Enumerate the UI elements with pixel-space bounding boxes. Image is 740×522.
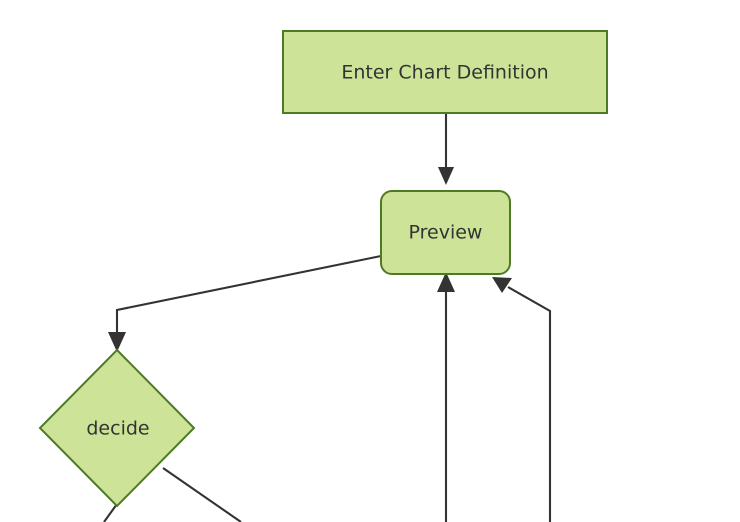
node-rounded-rect[interactable]: [380, 190, 511, 275]
arrow-head-icon: [492, 277, 512, 293]
edge-line: [162, 467, 242, 522]
node-diamond[interactable]: [38, 348, 196, 508]
node-preview[interactable]: Preview: [380, 190, 511, 275]
edge-preview-to-decide: [108, 254, 382, 352]
node-label-preview: Preview: [409, 222, 483, 244]
node-label-enter-chart-definition: Enter Chart Definition: [341, 62, 548, 84]
arrow-head-icon: [108, 332, 126, 352]
edge-line: [103, 503, 118, 522]
node-enter-chart-definition[interactable]: Enter Chart Definition: [282, 30, 608, 114]
edge-enter-to-preview: [438, 113, 454, 185]
edge-decide-bottom-left: [103, 503, 118, 522]
edge-decide-bottom-right: [162, 467, 242, 522]
node-label-decide: decide: [86, 418, 149, 440]
arrow-head-icon: [438, 167, 454, 185]
edge-bottom-right-to-preview: [492, 277, 552, 522]
edge-bottom-center-to-preview: [437, 272, 455, 522]
arrow-head-icon: [437, 272, 455, 292]
node-rect[interactable]: [282, 30, 608, 114]
edge-layer: [103, 113, 552, 522]
edge-line: [507, 286, 552, 522]
node-layer: Enter Chart Definition Preview decide: [38, 30, 608, 508]
node-decide[interactable]: decide: [38, 348, 196, 508]
edge-line: [115, 254, 382, 335]
